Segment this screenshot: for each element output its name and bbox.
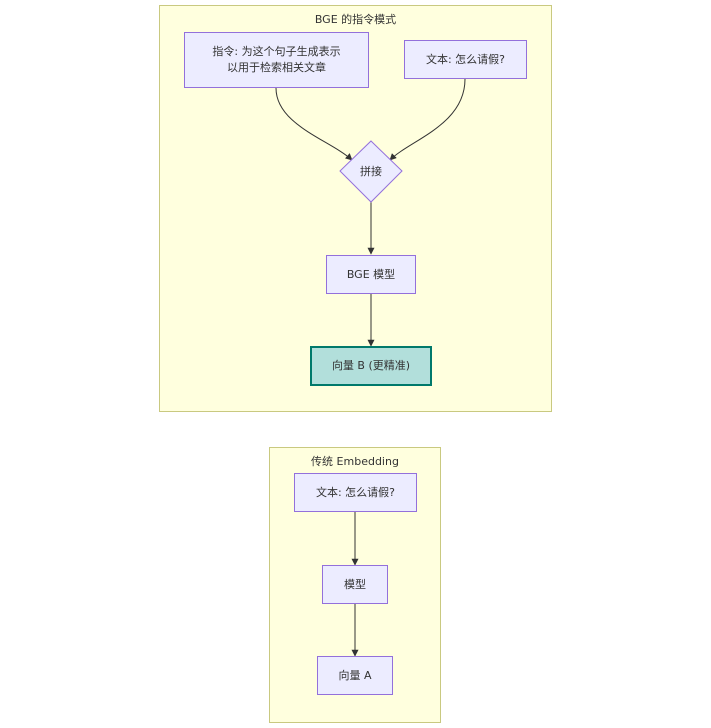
vector-b-label: 向量 B (更精准) xyxy=(331,359,411,372)
traditional-cluster-title: 传统 Embedding xyxy=(311,455,399,468)
edge-instruction-to-concat xyxy=(275,87,353,161)
traditional-model-label: 模型 xyxy=(344,577,366,591)
concat-diamond xyxy=(339,140,403,203)
traditional-text-label: 文本: 怎么请假? xyxy=(315,485,396,499)
concat-label: 拼接 xyxy=(360,165,382,178)
bge-text-label: 文本: 怎么请假? xyxy=(425,52,506,66)
instruction-line-1: 指令: 为这个句子生成表示 xyxy=(212,45,341,58)
vector-b-node: 向量 B (更精准) xyxy=(310,346,432,386)
instruction-node: 指令: 为这个句子生成表示 以用于检索相关文章 xyxy=(184,32,369,88)
edge-text-to-concat xyxy=(389,78,466,161)
traditional-model-node: 模型 xyxy=(322,565,388,604)
bge-cluster-title: BGE 的指令模式 xyxy=(314,13,397,26)
bge-model-node: BGE 模型 xyxy=(326,255,416,294)
bge-model-label: BGE 模型 xyxy=(346,267,396,281)
vector-a-node: 向量 A xyxy=(317,656,393,695)
traditional-text-node: 文本: 怎么请假? xyxy=(294,473,417,512)
instruction-line-2: 以用于检索相关文章 xyxy=(226,61,326,74)
vector-a-label: 向量 A xyxy=(338,668,372,682)
bge-text-node: 文本: 怎么请假? xyxy=(404,40,527,79)
